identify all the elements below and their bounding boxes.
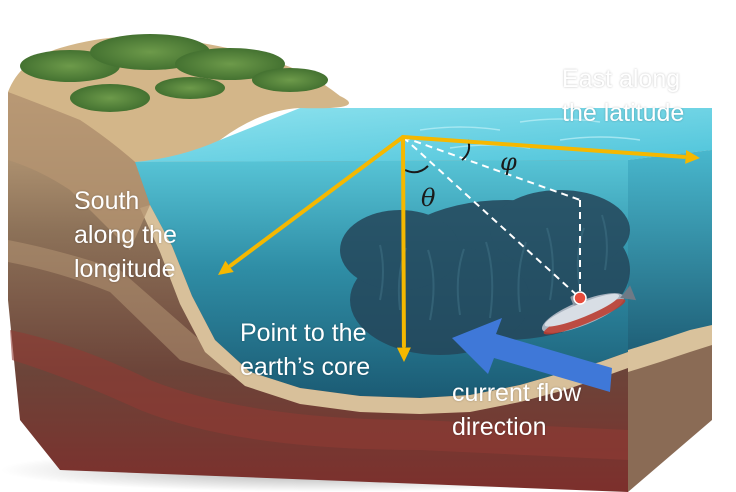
south-arrow-shaft (228, 135, 405, 268)
label-south-line-3: longitude (74, 255, 176, 283)
phi-angle-label: φ (500, 148, 517, 176)
theta-angle-arc (404, 165, 429, 174)
south-arrow-head (218, 260, 234, 275)
label-east-line-2: the latitude (562, 99, 685, 127)
core-arrow-head (396, 347, 411, 362)
label-current-line-1: current flow (452, 379, 582, 407)
cliff-face (8, 92, 150, 250)
label-east-along-latitude: East along the latitude (562, 62, 684, 130)
dashed-line-to-vehicle (402, 136, 581, 299)
east-arrow-head (685, 150, 700, 164)
label-east-line-1: East along (562, 65, 681, 93)
core-arrow-shaft (401, 135, 406, 349)
dashed-line-surface-projection (402, 136, 581, 201)
label-south-line-2: along the (74, 221, 177, 249)
label-current-flow-direction: current flow direction (452, 376, 581, 444)
current-flow-arrow (452, 318, 612, 392)
projection-lines (402, 136, 581, 299)
theta-angle-label: θ (421, 184, 436, 212)
label-south-along-longitude: South along the longitude (74, 184, 177, 286)
label-point-to-earth-core: Point to the earth’s core (240, 316, 370, 384)
seabed-right-edge (628, 325, 712, 372)
label-current-line-2: direction (452, 413, 547, 441)
stratum-band-lower (10, 330, 628, 460)
label-core-line-1: Point to the (240, 319, 367, 347)
label-south-line-1: South (74, 187, 140, 215)
vehicle-marker (573, 291, 587, 305)
east-arrow-shaft (401, 135, 687, 159)
label-core-line-2: earth’s core (240, 353, 371, 381)
submarine-icon (541, 285, 637, 335)
water-right-face (628, 150, 712, 350)
direction-arrows (218, 135, 700, 362)
grass-patches (20, 34, 328, 112)
water-ripples (419, 118, 641, 149)
